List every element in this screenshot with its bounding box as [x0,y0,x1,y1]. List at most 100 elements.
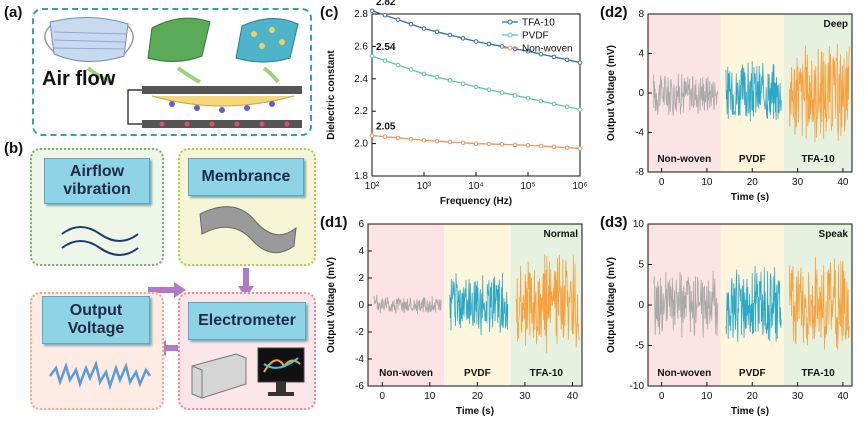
data-point [577,146,583,151]
zone-label: PVDF [464,368,491,379]
legend-marker [507,32,513,38]
y-tick-label: -8 [635,167,644,178]
y-tick-label: 2.0 [354,139,368,150]
signal-trace-TFA-10 [789,43,850,143]
zone-label: Non-woven [657,154,711,165]
chart-d1-label: (d1) [320,214,348,231]
x-tick-label: 30 [792,391,804,402]
x-tick-label: 20 [747,177,759,188]
device-diagram [127,86,302,128]
data-point [382,58,388,63]
x-axis-title: Time (s) [456,406,494,417]
x-tick-label: 10 [701,177,713,188]
arrow-icon [176,66,201,84]
data-point [525,95,531,101]
x-tick-label: 20 [472,391,484,402]
x-axis-title: Frequency (Hz) [440,196,512,207]
chart-title: Deep [824,19,848,30]
data-point [473,39,479,44]
x-tick-label: 10⁴ [468,181,483,192]
data-point [421,26,427,31]
data-point [577,60,583,65]
legend-entry: TFA-10 [522,18,555,29]
zone-label: TFA-10 [801,368,835,379]
zone-label: TFA-10 [530,368,564,379]
y-tick-label: 0 [358,300,364,311]
x-tick-label: 10³ [417,181,432,192]
data-point [499,90,505,95]
x-tick-label: 0 [659,177,665,188]
airflow-label: Air flow [42,68,116,90]
data-point [447,139,453,145]
data-point [369,53,375,59]
y-tick-label: 0 [638,88,644,99]
x-tick-label: 10⁶ [572,181,587,192]
data-point [395,135,401,141]
legend-marker [507,45,513,51]
y-tick-label: -6 [355,381,364,392]
data-point [421,138,427,143]
data-point [564,57,570,63]
data-point [538,51,544,57]
data-point [551,101,557,107]
plot-frame [371,13,581,177]
signal-trace-PVDF [725,61,782,122]
y-tick-label: 8 [638,9,644,20]
y-tick-label: 2.4 [354,74,368,85]
zone-label: PVDF [739,154,766,165]
zone-label: TFA-10 [801,154,835,165]
x-tick-label: 10 [424,391,436,402]
data-point [421,71,427,77]
electrometer-label: Electrometer [188,302,306,340]
zone-label: PVDF [739,368,766,379]
y-tick-label: 0 [638,300,644,311]
data-point [486,87,492,93]
legend-marker [507,19,513,25]
data-point [538,98,544,104]
data-point [408,67,414,72]
data-point [486,41,492,47]
data-point [434,138,440,144]
airflow-illustration [44,16,302,128]
signal-trace-Non-woven [653,270,719,338]
data-point [473,141,479,146]
data-point [525,48,531,54]
data-point [486,141,492,147]
data-point [369,133,375,138]
x-tick-label: 0 [659,391,665,402]
start-value-label: 2.05 [376,122,396,133]
signal-trace-icon [49,359,152,391]
y-tick-label: -2 [355,327,364,338]
x-tick-label: 10² [365,181,380,192]
data-point [447,32,453,38]
y-axis-title: Dielectric constant [326,50,337,140]
arrow-down-icon [238,268,254,298]
y-tick-label: 2.6 [354,41,368,52]
x-tick-label: 10⁵ [520,181,535,192]
data-point [538,143,544,149]
y-tick-label: -4 [355,354,364,365]
y-tick-label: 2.8 [354,9,368,20]
data-point [434,74,440,80]
y-tick-label: -4 [635,128,644,139]
panel-a-label: (a) [4,4,23,21]
data-point [551,54,557,60]
data-point [460,81,466,86]
y-tick-label: -10 [630,381,645,392]
x-tick-label: 30 [519,391,531,402]
x-tick-label: 40 [837,391,849,402]
y-tick-label: 6 [358,219,364,230]
data-point [564,145,570,150]
x-tick-label: 10 [701,391,713,402]
x-tick-label: 40 [837,177,849,188]
signal-trace-PVDF [449,273,509,336]
y-tick-label: -5 [635,341,644,352]
series-line-PVDF [371,55,581,111]
data-point [512,142,518,148]
data-point [382,12,388,18]
electrometer-icon [191,347,305,399]
chart-title: Speak [819,229,849,240]
